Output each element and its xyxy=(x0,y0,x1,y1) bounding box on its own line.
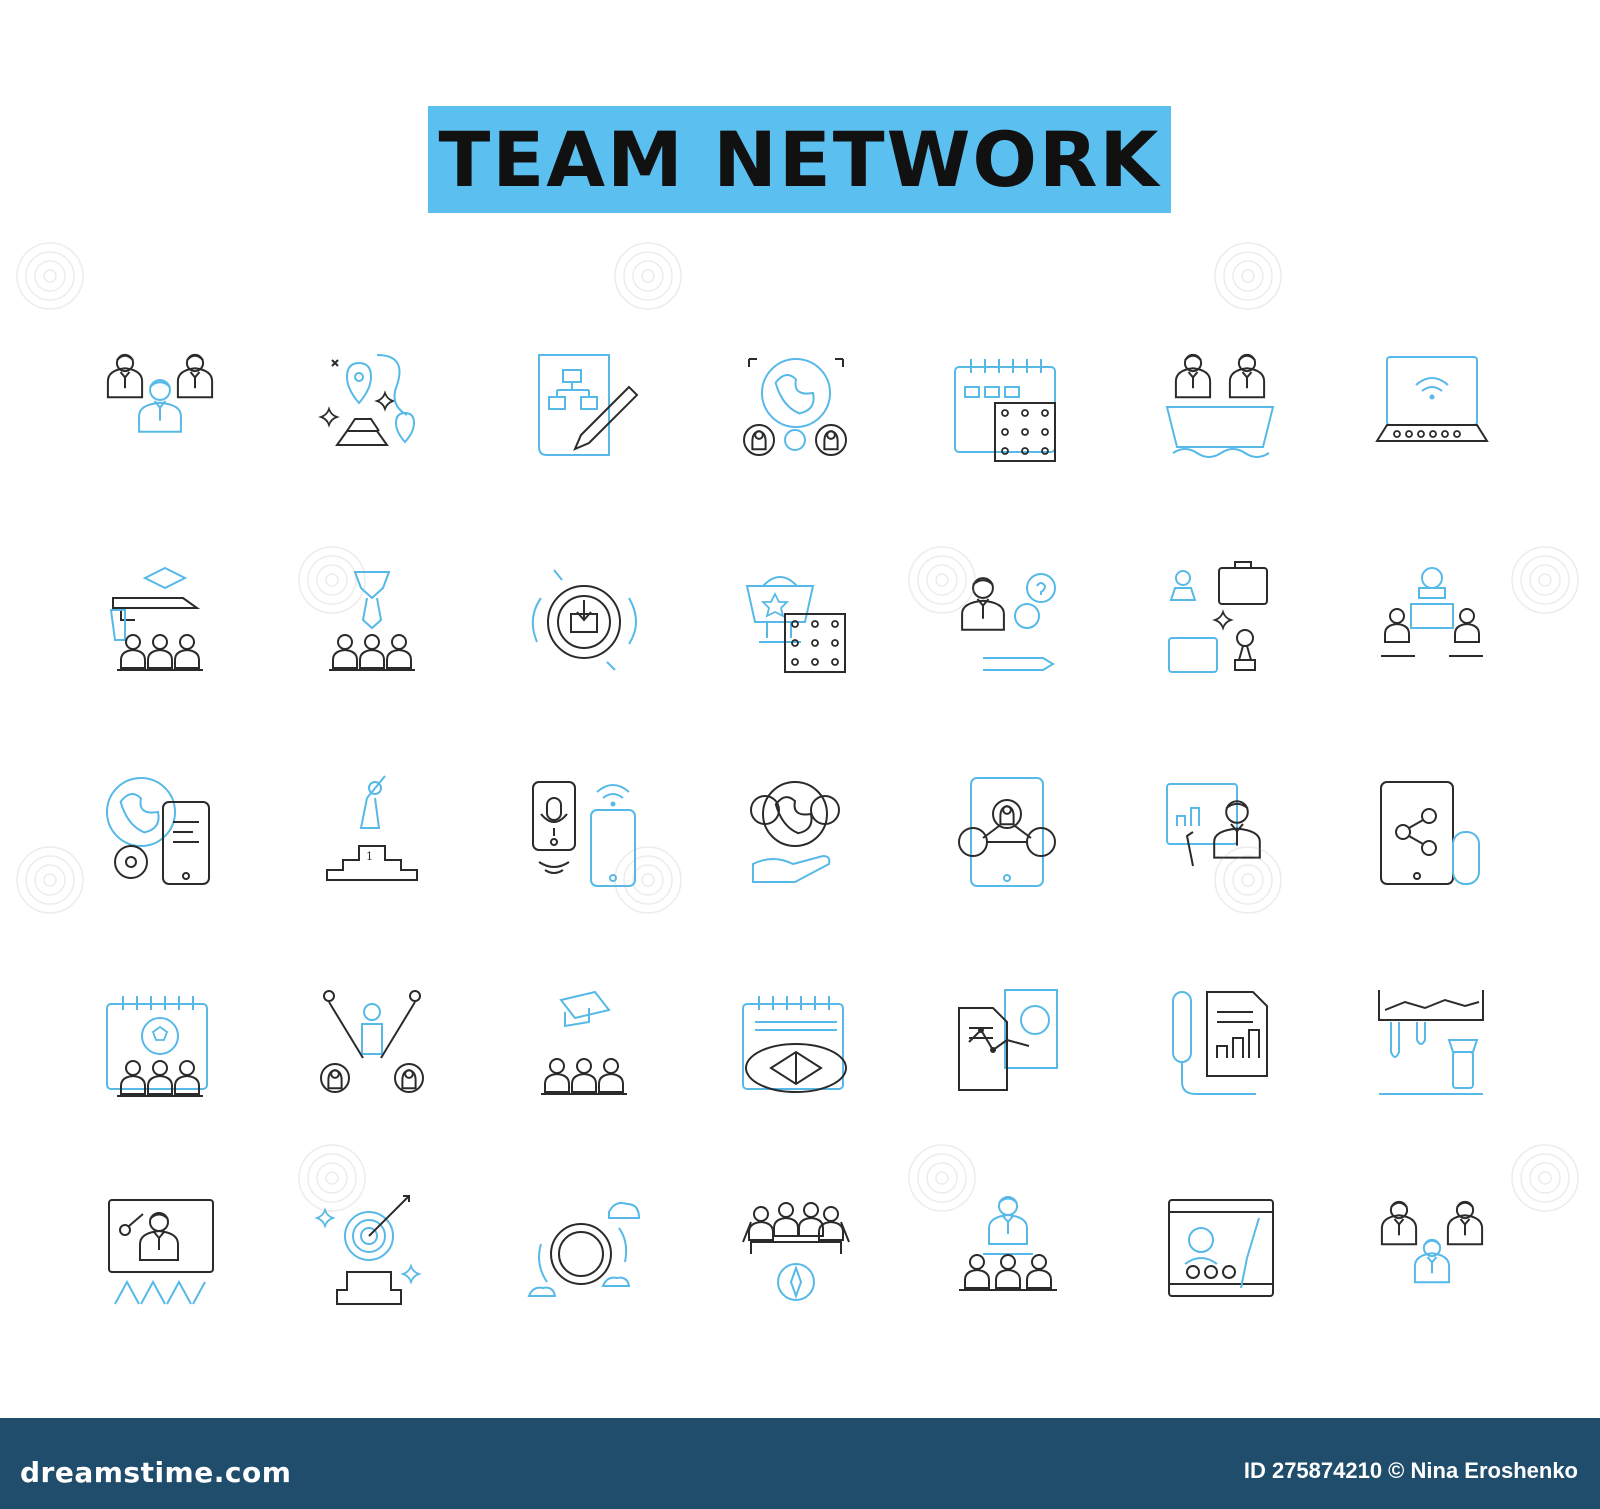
chef-team-icon xyxy=(1367,558,1497,688)
watermark-icon xyxy=(296,1142,368,1219)
laptop-wifi-icon xyxy=(1367,345,1497,475)
teacher-board-icon xyxy=(1155,770,1285,900)
globe-people-icon xyxy=(731,345,861,475)
team-hierarchy-icon xyxy=(307,558,437,688)
ice-cave-flashlight-icon xyxy=(1367,982,1497,1112)
workflow-pen-icon xyxy=(519,345,649,475)
tablet-share-icon xyxy=(1367,770,1497,900)
managers-boat-icon xyxy=(1155,345,1285,475)
businessman-chat-icon xyxy=(943,558,1073,688)
winner-podium-icon: 1 xyxy=(307,770,437,900)
footer-bar: dreamstime.com ID 275874210 © Nina Erosh… xyxy=(0,1418,1600,1509)
watermark-icon xyxy=(612,240,684,317)
icon-grid: 1 xyxy=(14,240,1581,1322)
globe-phone-icon xyxy=(95,770,225,900)
trophy-tactics-icon xyxy=(731,558,861,688)
watermark-icon xyxy=(906,544,978,621)
watermark-icon xyxy=(14,240,86,317)
image-credit: ID 275874210 © Nina Eroshenko xyxy=(1243,1458,1578,1483)
whiteboard-art-icon xyxy=(1155,1192,1285,1322)
watermark-icon xyxy=(1509,544,1581,621)
leader-network-icon xyxy=(307,982,437,1112)
watermark-icon xyxy=(14,844,86,921)
cloud-cycle-icon xyxy=(519,1192,649,1322)
tablet-network-icon xyxy=(943,770,1073,900)
watermark-icon xyxy=(1212,844,1284,921)
voice-phone-icon xyxy=(519,770,649,900)
watermark-icon xyxy=(296,544,368,621)
document-bar-chart-icon xyxy=(1155,982,1285,1112)
team-leaders-icon xyxy=(95,345,225,475)
calendar-football-team-icon xyxy=(95,982,225,1112)
graduation-team-icon xyxy=(519,982,649,1112)
watermark-icon xyxy=(612,844,684,921)
page-title: TEAM NETWORK xyxy=(438,114,1161,204)
brand-logo[interactable]: dreamstime.com xyxy=(20,1456,292,1489)
team-compass-icon xyxy=(731,1192,861,1322)
briefcase-pawns-icon xyxy=(1155,558,1285,688)
presentation-growth-icon xyxy=(95,1192,225,1322)
business-team-icon xyxy=(1367,1192,1497,1322)
svg-text:1: 1 xyxy=(366,850,373,863)
watermark-icon xyxy=(1509,1142,1581,1219)
target-podium-icon xyxy=(307,1192,437,1322)
report-chart-icon xyxy=(943,982,1073,1112)
calendar-tactics-icon xyxy=(943,345,1073,475)
title-banner: TEAM NETWORK xyxy=(428,106,1171,213)
calendar-compass-icon xyxy=(731,982,861,1112)
map-gold-icon xyxy=(307,345,437,475)
download-cycle-icon xyxy=(519,558,649,688)
global-network-hand-icon xyxy=(731,770,861,900)
watermark-icon xyxy=(1212,240,1284,317)
team-leader-group-icon xyxy=(943,1192,1073,1322)
paintball-team-icon xyxy=(95,558,225,688)
watermark-icon xyxy=(906,1142,978,1219)
